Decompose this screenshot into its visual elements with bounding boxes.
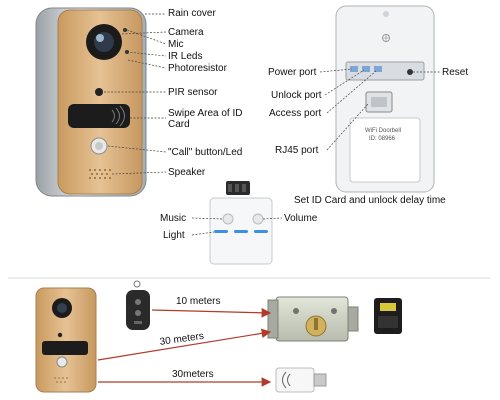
usb-receiver	[226, 181, 250, 195]
call-button-icon	[95, 142, 103, 150]
volume-button-icon	[252, 213, 264, 225]
music-button-icon	[222, 213, 234, 225]
wireless-chime	[209, 197, 273, 265]
label-rj45-port: RJ45 port	[275, 145, 319, 156]
pir-sensor-icon	[95, 88, 103, 96]
label-music: Music	[160, 213, 187, 224]
back-sticker-id: ID: 08966	[369, 136, 396, 142]
doorbell-small	[35, 287, 97, 393]
label-range-remote: 10 meters	[176, 296, 221, 307]
back-leader-lines	[319, 68, 440, 151]
back-sticker-title: WiFi Doorbell	[365, 128, 402, 134]
label-set-id-card: Set ID Card and unlock delay time	[294, 195, 446, 206]
label-rain-cover: Rain cover	[168, 8, 216, 19]
doorbell-front	[35, 7, 147, 197]
label-access-port: Access port	[269, 108, 322, 119]
chime-leader-lines	[191, 217, 283, 236]
label-pir-sensor: PIR sensor	[168, 87, 218, 98]
label-range-chime: 30meters	[172, 369, 214, 380]
doorbell-back	[335, 5, 435, 193]
label-reset: Reset	[442, 67, 469, 78]
range-arrows	[97, 307, 272, 387]
label-call-button: "Call" button/Led	[168, 147, 243, 158]
front-leader-lines	[104, 13, 167, 175]
label-photoresistor: Photoresistor	[168, 63, 227, 74]
label-speaker: Speaker	[168, 167, 206, 178]
label-light: Light	[163, 230, 185, 241]
label-mic: Mic	[168, 39, 184, 50]
label-ir-leds: IR Leds	[168, 51, 203, 62]
label-swipe-area: Swipe Area of ID Card	[168, 108, 243, 130]
remote-key-fob	[126, 280, 150, 330]
label-power-port: Power port	[268, 67, 317, 78]
wireless-signal-icon	[282, 371, 291, 389]
label-unlock-port: Unlock port	[271, 90, 322, 101]
card-swipe-area	[68, 104, 130, 128]
label-camera: Camera	[168, 27, 204, 38]
electric-lock	[267, 296, 359, 342]
lock-receiver-module	[374, 298, 402, 334]
usb-chime-dongle	[275, 367, 327, 393]
label-volume: Volume	[284, 213, 318, 224]
